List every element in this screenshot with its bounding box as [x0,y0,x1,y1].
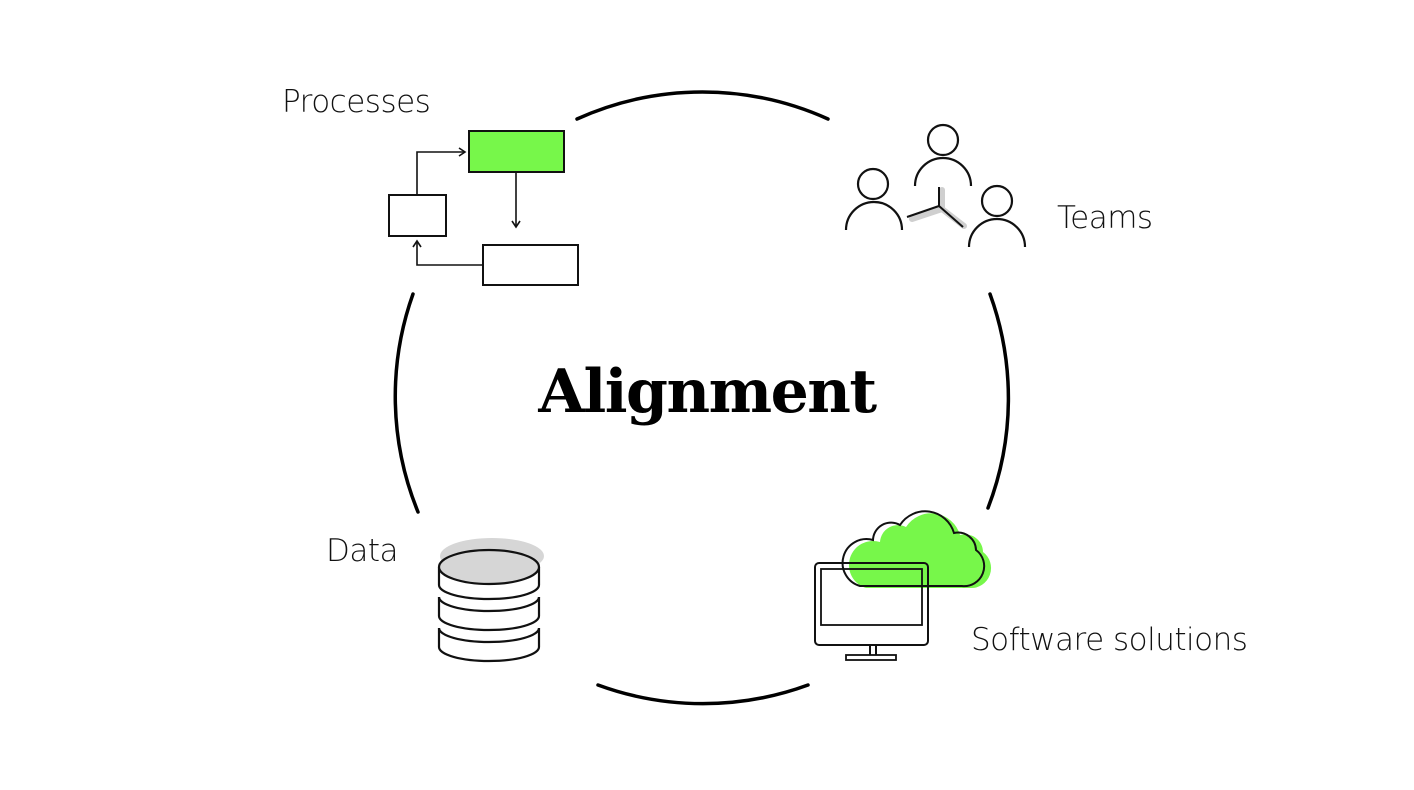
monitor-base [845,654,897,661]
database-lid [437,548,541,586]
ring-arc-top [575,90,830,121]
cloud-fill [848,513,992,589]
node-label-data: Data [326,533,399,569]
ring-arc-left [393,292,420,514]
flowchart-arrowhead-right [458,147,467,157]
database-disk-middle [437,597,541,632]
person-right [967,184,1027,248]
node-label-software: Software solutions [971,622,1248,658]
flowchart-arrow-left-up [416,242,483,266]
flowchart-icon [388,130,579,286]
flowchart-arrowhead-down [511,220,521,229]
flowchart-step-left [388,194,447,237]
people-network-icon [844,123,1027,248]
node-label-teams: Teams [1057,200,1153,236]
flowchart-step-highlight [468,130,565,173]
database-disk-bottom [437,628,541,663]
monitor-frame [814,562,929,646]
alignment-ring [393,90,1011,706]
flowchart-arrowhead-up [412,239,422,248]
node-label-processes: Processes [282,84,431,120]
database-icon [437,538,544,663]
flowchart-step-bottom [482,244,579,286]
cloud-monitor-icon [814,510,992,661]
monitor-screen [820,568,923,626]
ring-arc-bottom [596,683,810,706]
person-left [844,167,904,231]
team-connector [906,187,964,228]
ring-arc-right [986,292,1011,510]
person-top [913,123,973,187]
flowchart-arrow-up-right [416,151,464,195]
diagram-title: Alignment [538,357,877,427]
cloud-outline [841,510,986,588]
